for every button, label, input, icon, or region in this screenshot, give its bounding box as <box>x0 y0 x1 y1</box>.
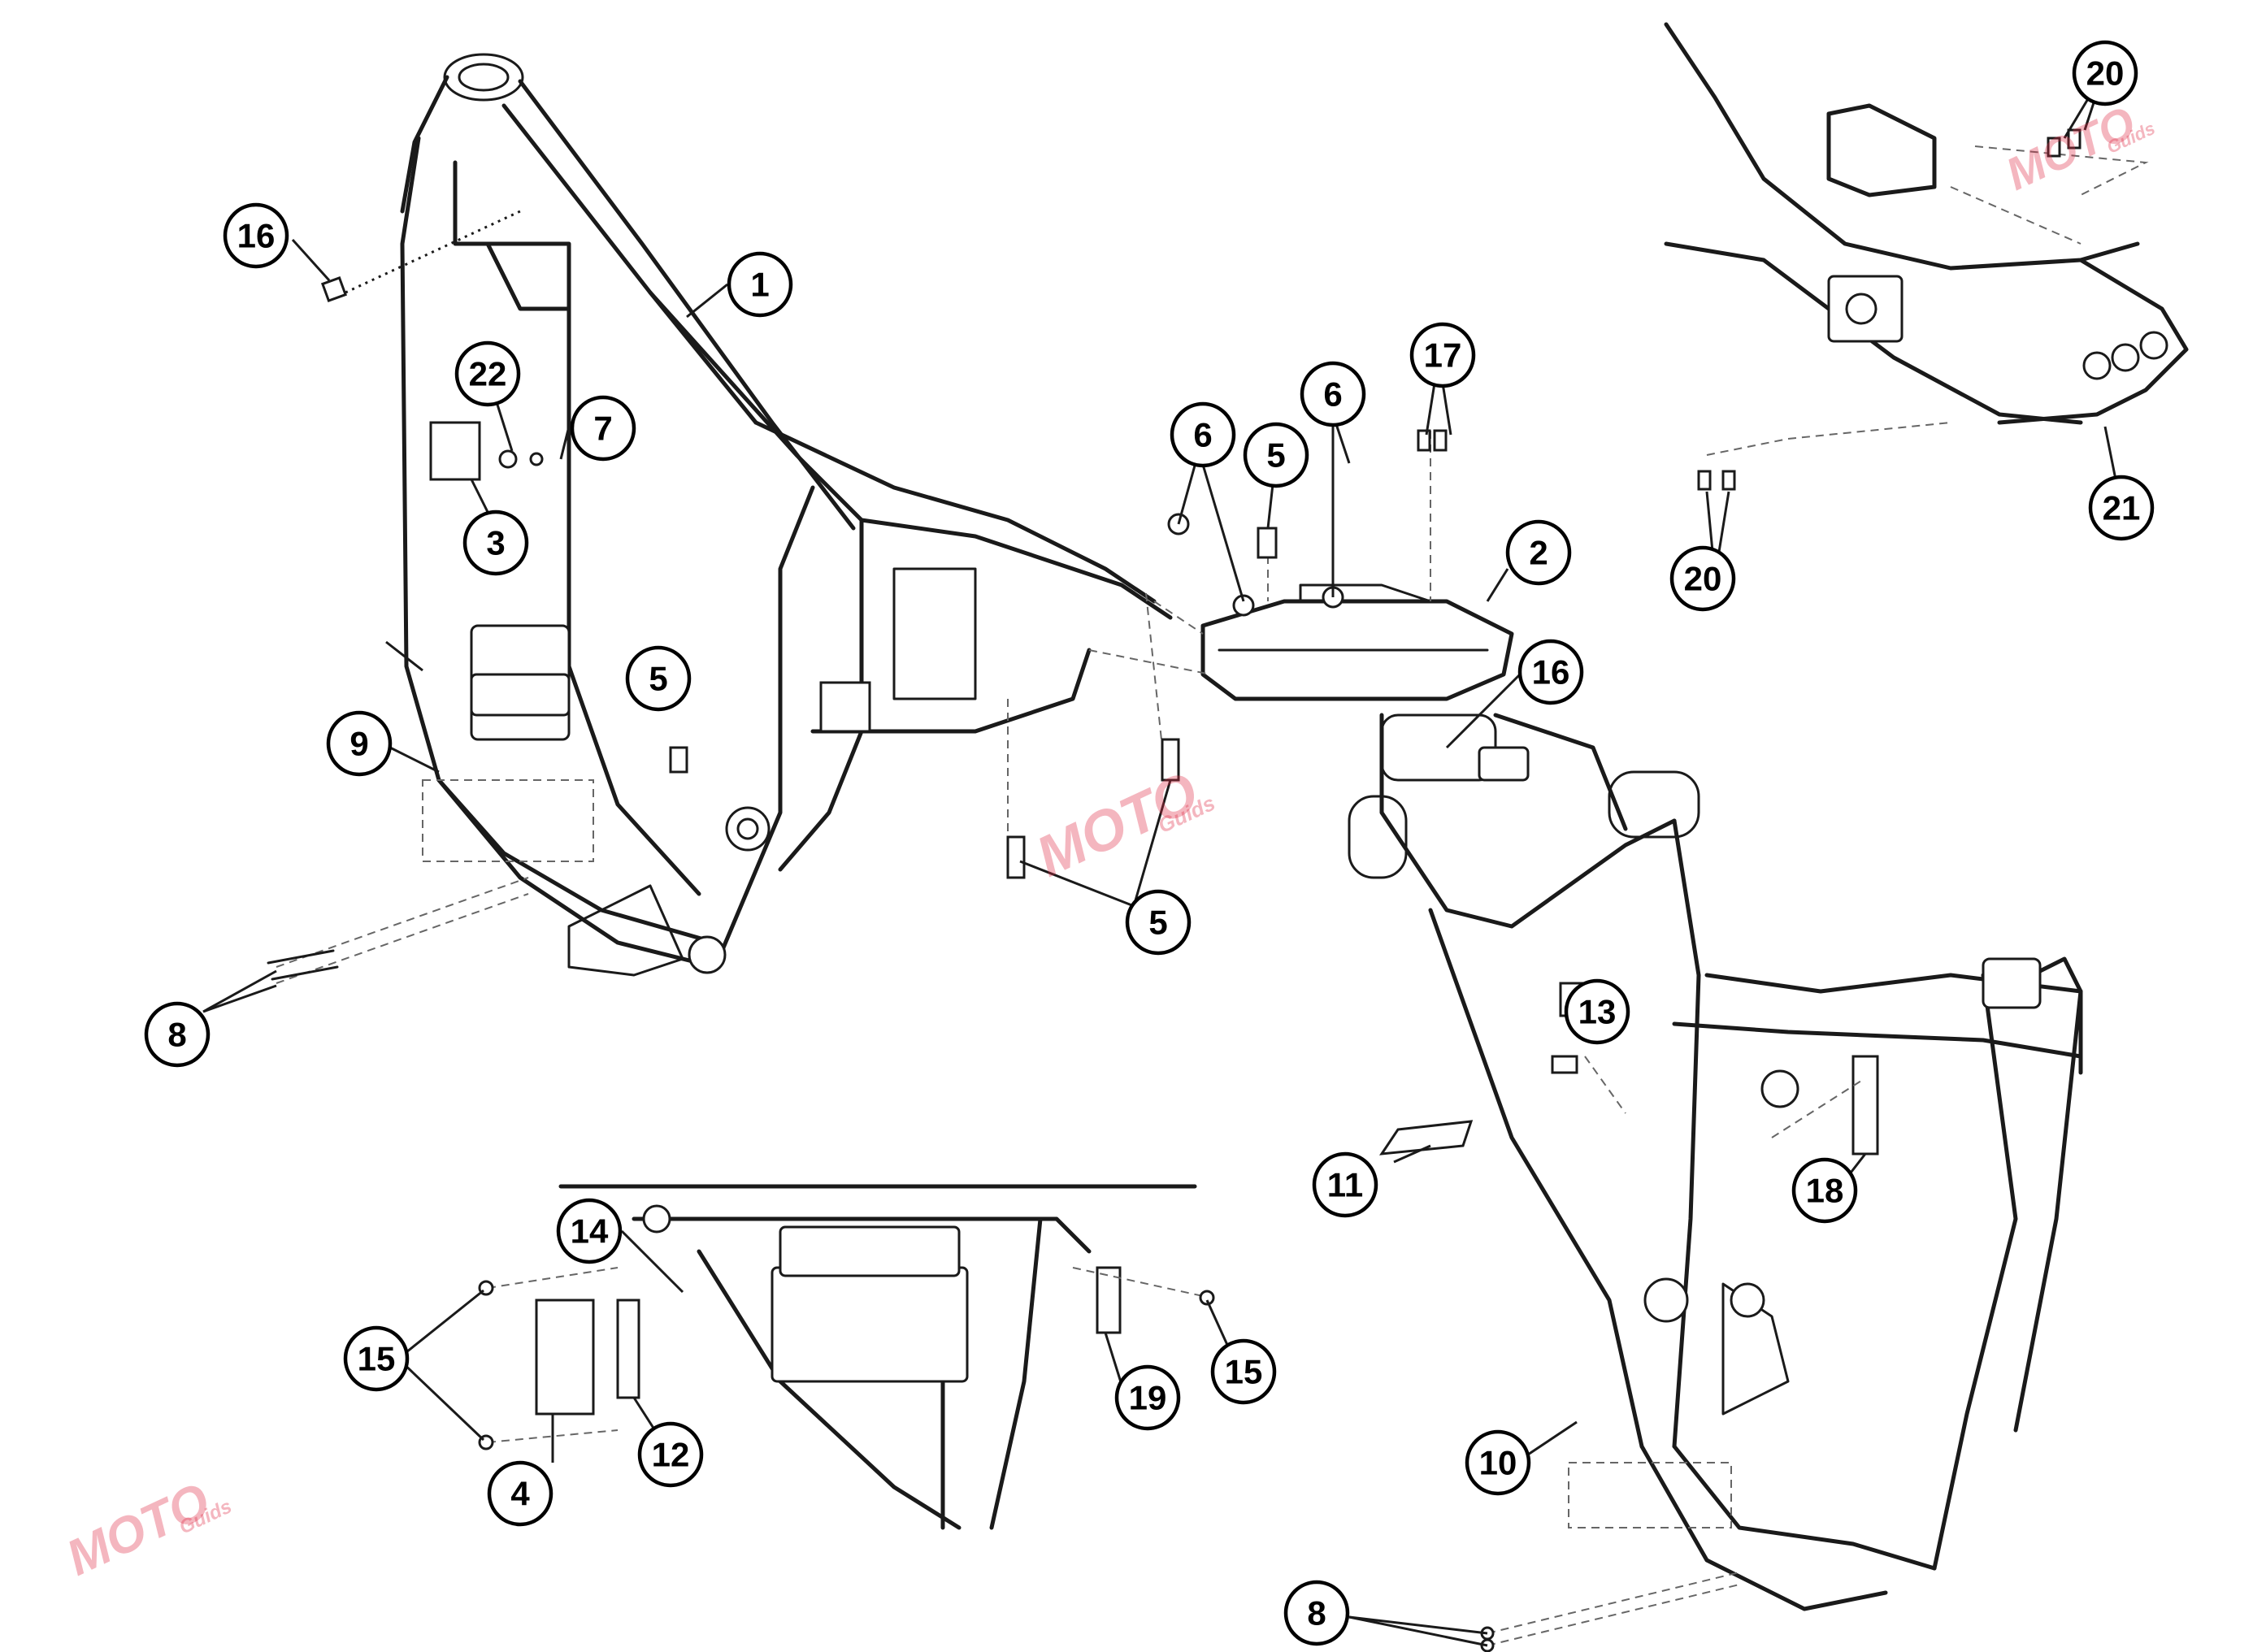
callout-15a: 15 <box>343 1325 410 1392</box>
callout-19: 19 <box>1114 1364 1181 1431</box>
callout-6b-label: 6 <box>1323 375 1342 414</box>
callout-2-label: 2 <box>1529 534 1548 572</box>
callout-9: 9 <box>326 710 393 777</box>
callout-10-label: 10 <box>1479 1444 1517 1482</box>
callout-6a: 6 <box>1170 401 1236 468</box>
callout-20b-label: 20 <box>1684 560 1722 598</box>
callout-13-label: 13 <box>1578 993 1617 1031</box>
callout-4-label: 4 <box>510 1475 530 1513</box>
detail-battery-tray <box>478 1184 1215 1530</box>
callout-17: 17 <box>1409 322 1476 388</box>
callout-9-label: 9 <box>349 725 368 763</box>
callout-21-label: 21 <box>2103 489 2141 527</box>
callout-1-label: 1 <box>750 266 769 304</box>
callout-8b-label: 8 <box>1307 1594 1326 1632</box>
inset-rear-fender-support <box>1664 22 2189 491</box>
callout-16a: 16 <box>223 202 289 269</box>
callout-4: 4 <box>487 1460 553 1527</box>
callout-6b: 6 <box>1300 361 1366 427</box>
callout-8a-label: 8 <box>167 1016 186 1054</box>
callout-5a: 5 <box>625 645 692 712</box>
callout-15b: 15 <box>1210 1338 1277 1405</box>
callout-10: 10 <box>1465 1429 1531 1496</box>
callout-5c-label: 5 <box>1148 904 1167 942</box>
callout-8b: 8 <box>1283 1580 1350 1646</box>
callout-7: 7 <box>570 395 636 462</box>
callout-16a-label: 16 <box>237 217 276 255</box>
callout-1: 1 <box>727 251 793 318</box>
callout-14-label: 14 <box>571 1212 609 1251</box>
callout-6a-label: 6 <box>1193 416 1212 454</box>
callout-13: 13 <box>1564 978 1630 1045</box>
callout-15a-label: 15 <box>358 1340 396 1378</box>
callout-5c: 5 <box>1125 889 1192 956</box>
callout-21: 21 <box>2088 475 2155 541</box>
callout-22-label: 22 <box>469 355 507 393</box>
callout-12: 12 <box>637 1421 704 1488</box>
callout-15b-label: 15 <box>1225 1353 1263 1391</box>
callout-22: 22 <box>454 340 521 407</box>
right-frame-rear-view <box>1348 713 2083 1652</box>
callout-7-label: 7 <box>593 410 612 448</box>
callout-19-label: 19 <box>1129 1379 1167 1417</box>
callout-20a: 20 <box>2072 40 2138 106</box>
callout-20b: 20 <box>1669 545 1736 612</box>
callout-20a-label: 20 <box>2086 54 2125 93</box>
callout-17-label: 17 <box>1424 336 1462 375</box>
callout-2: 2 <box>1505 519 1572 586</box>
callout-18: 18 <box>1791 1157 1858 1224</box>
watermark-logo-bottomleft: MOTO Guids <box>59 1472 236 1587</box>
callout-14: 14 <box>556 1198 623 1264</box>
callout-3-label: 3 <box>486 524 505 562</box>
callout-18-label: 18 <box>1806 1172 1844 1210</box>
callout-5b-label: 5 <box>1266 436 1285 475</box>
callout-16b-label: 16 <box>1532 653 1570 692</box>
callout-8a: 8 <box>144 1001 211 1068</box>
callout-5b: 5 <box>1243 422 1309 488</box>
watermark-logo-center: MOTO Guids <box>1027 760 1218 889</box>
main-frame-side-view <box>267 53 1514 984</box>
callout-16b: 16 <box>1517 639 1584 705</box>
watermark-logo-topright: MOTO Guids <box>1998 96 2158 200</box>
callout-3: 3 <box>462 509 529 576</box>
callout-5a-label: 5 <box>649 660 667 698</box>
callout-11: 11 <box>1312 1151 1378 1218</box>
callout-12-label: 12 <box>652 1436 690 1474</box>
callout-11-label: 11 <box>1327 1166 1363 1204</box>
